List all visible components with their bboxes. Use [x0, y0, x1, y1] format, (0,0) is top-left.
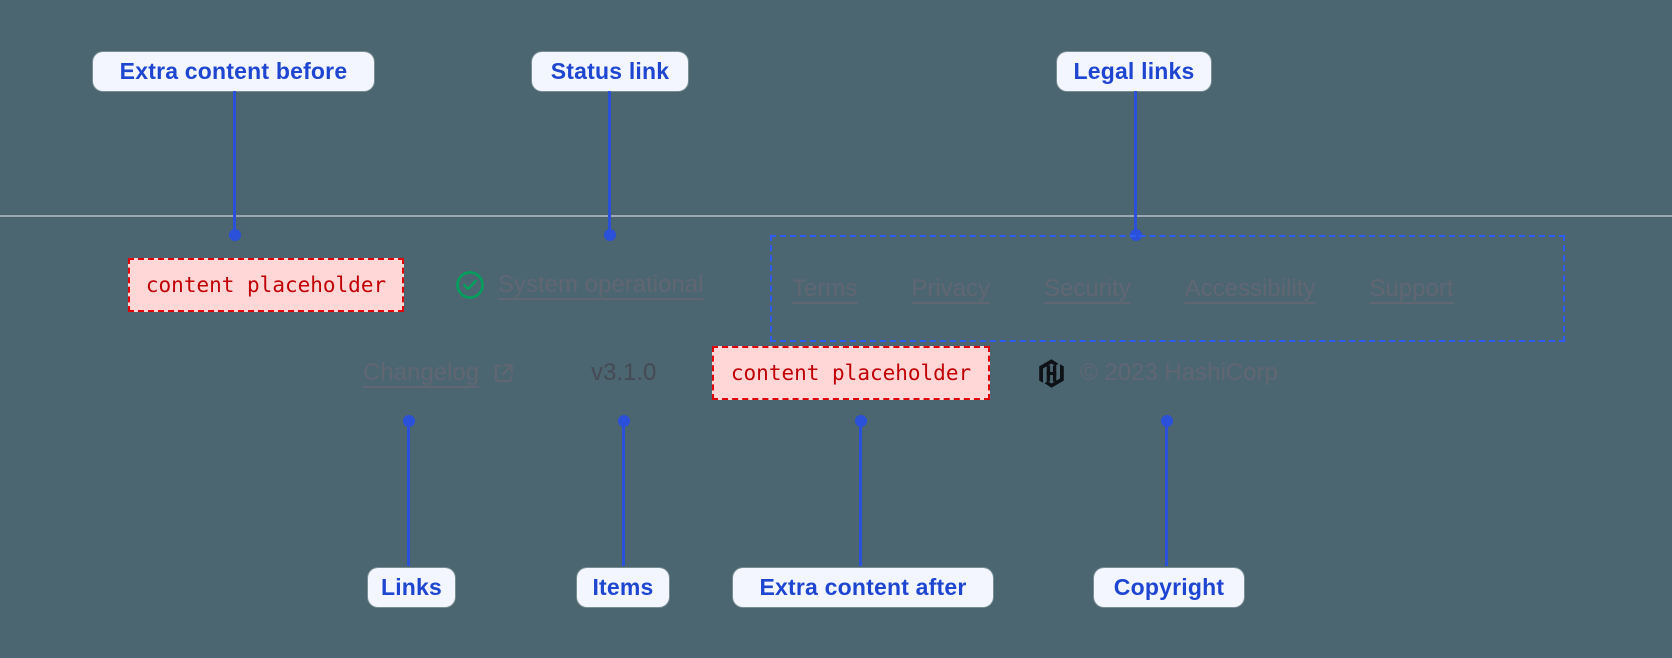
status-ok-icon [455, 270, 485, 300]
placeholder-text: content placeholder [145, 273, 387, 297]
legal-links-group: Terms Privacy Security Accessibility Sup… [770, 235, 1565, 342]
legal-link-terms[interactable]: Terms [792, 274, 858, 302]
status-link-label[interactable]: System operational [498, 271, 704, 298]
connector-line [407, 427, 410, 566]
connector-dot [618, 415, 630, 427]
connector-dot [604, 229, 616, 241]
external-link-icon [492, 362, 515, 385]
extra-content-after-placeholder: content placeholder [712, 346, 990, 400]
annotation-label: Extra content before [119, 58, 348, 84]
connector-dot [1161, 415, 1173, 427]
annotation-label: Items [592, 574, 654, 600]
annotation-items: Items [577, 568, 669, 607]
legal-link-accessibility[interactable]: Accessibility [1184, 274, 1316, 302]
changelog-link[interactable]: Changelog [363, 346, 515, 400]
connector-line [1165, 427, 1168, 566]
placeholder-text: content placeholder [730, 361, 972, 385]
connector-dot [229, 229, 241, 241]
annotation-label: Copyright [1113, 574, 1225, 600]
connector-line [859, 427, 862, 566]
connector-dot [855, 415, 867, 427]
annotation-label: Links [380, 574, 443, 600]
footer-top-divider [0, 215, 1672, 217]
annotation-label: Status link [550, 58, 670, 84]
annotation-links: Links [368, 568, 455, 607]
connector-line [233, 91, 236, 230]
annotation-extra-content-after: Extra content after [733, 568, 993, 607]
legal-link-support[interactable]: Support [1369, 274, 1454, 302]
version-item: v3.1.0 [591, 346, 656, 400]
extra-content-before-placeholder: content placeholder [128, 258, 404, 312]
connector-line [622, 427, 625, 566]
annotation-extra-content-before: Extra content before [93, 52, 374, 91]
annotation-label: Legal links [1073, 58, 1195, 84]
legal-link-security[interactable]: Security [1044, 274, 1131, 302]
annotation-label: Extra content after [759, 574, 967, 600]
connector-line [608, 91, 611, 230]
changelog-link-label[interactable]: Changelog [363, 359, 480, 386]
copyright-item: © 2023 HashiCorp [1036, 346, 1278, 400]
annotation-legal-links: Legal links [1057, 52, 1211, 91]
annotation-status-link: Status link [532, 52, 688, 91]
connector-line [1134, 91, 1137, 230]
connector-dot [403, 415, 415, 427]
hashicorp-logo-icon [1036, 358, 1067, 389]
copyright-label: © 2023 HashiCorp [1080, 359, 1278, 386]
legal-link-privacy[interactable]: Privacy [911, 274, 991, 302]
annotation-copyright: Copyright [1094, 568, 1244, 607]
status-link[interactable]: System operational [455, 258, 703, 312]
version-label: v3.1.0 [591, 359, 657, 386]
